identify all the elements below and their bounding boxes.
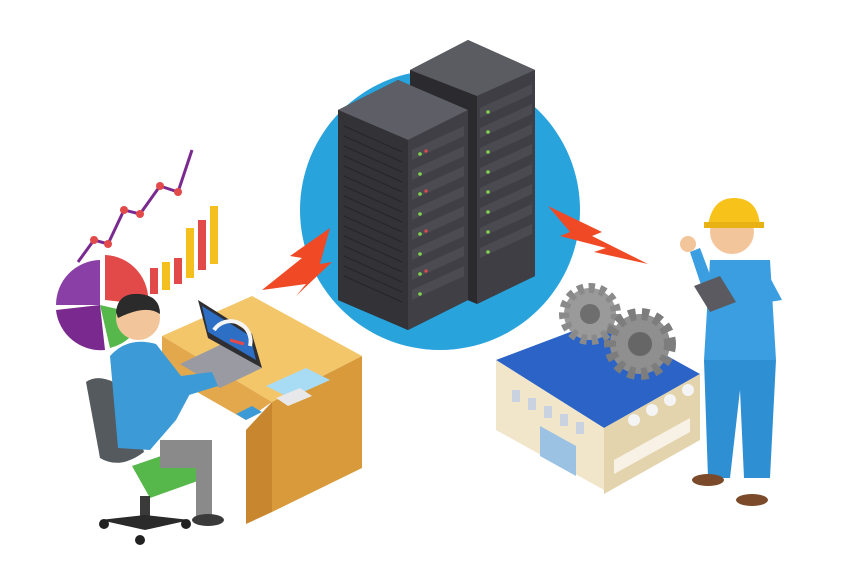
bar-chart-icon xyxy=(150,206,218,294)
gear-icon xyxy=(604,308,676,380)
calculator xyxy=(276,388,312,406)
document xyxy=(266,368,330,398)
line-chart-icon xyxy=(76,149,194,263)
tablet-icon xyxy=(694,276,736,312)
lightning-bolt-icon xyxy=(548,206,648,264)
gear-icon xyxy=(559,283,621,345)
desk xyxy=(162,296,362,524)
lightning-bolt-icon xyxy=(262,228,332,296)
laptop-gauge-icon xyxy=(180,300,262,388)
phone xyxy=(236,406,262,420)
hard-hat-icon xyxy=(708,198,760,226)
office-worker xyxy=(110,293,224,526)
factory-worker xyxy=(680,198,782,506)
server-rack-icon xyxy=(338,40,535,330)
